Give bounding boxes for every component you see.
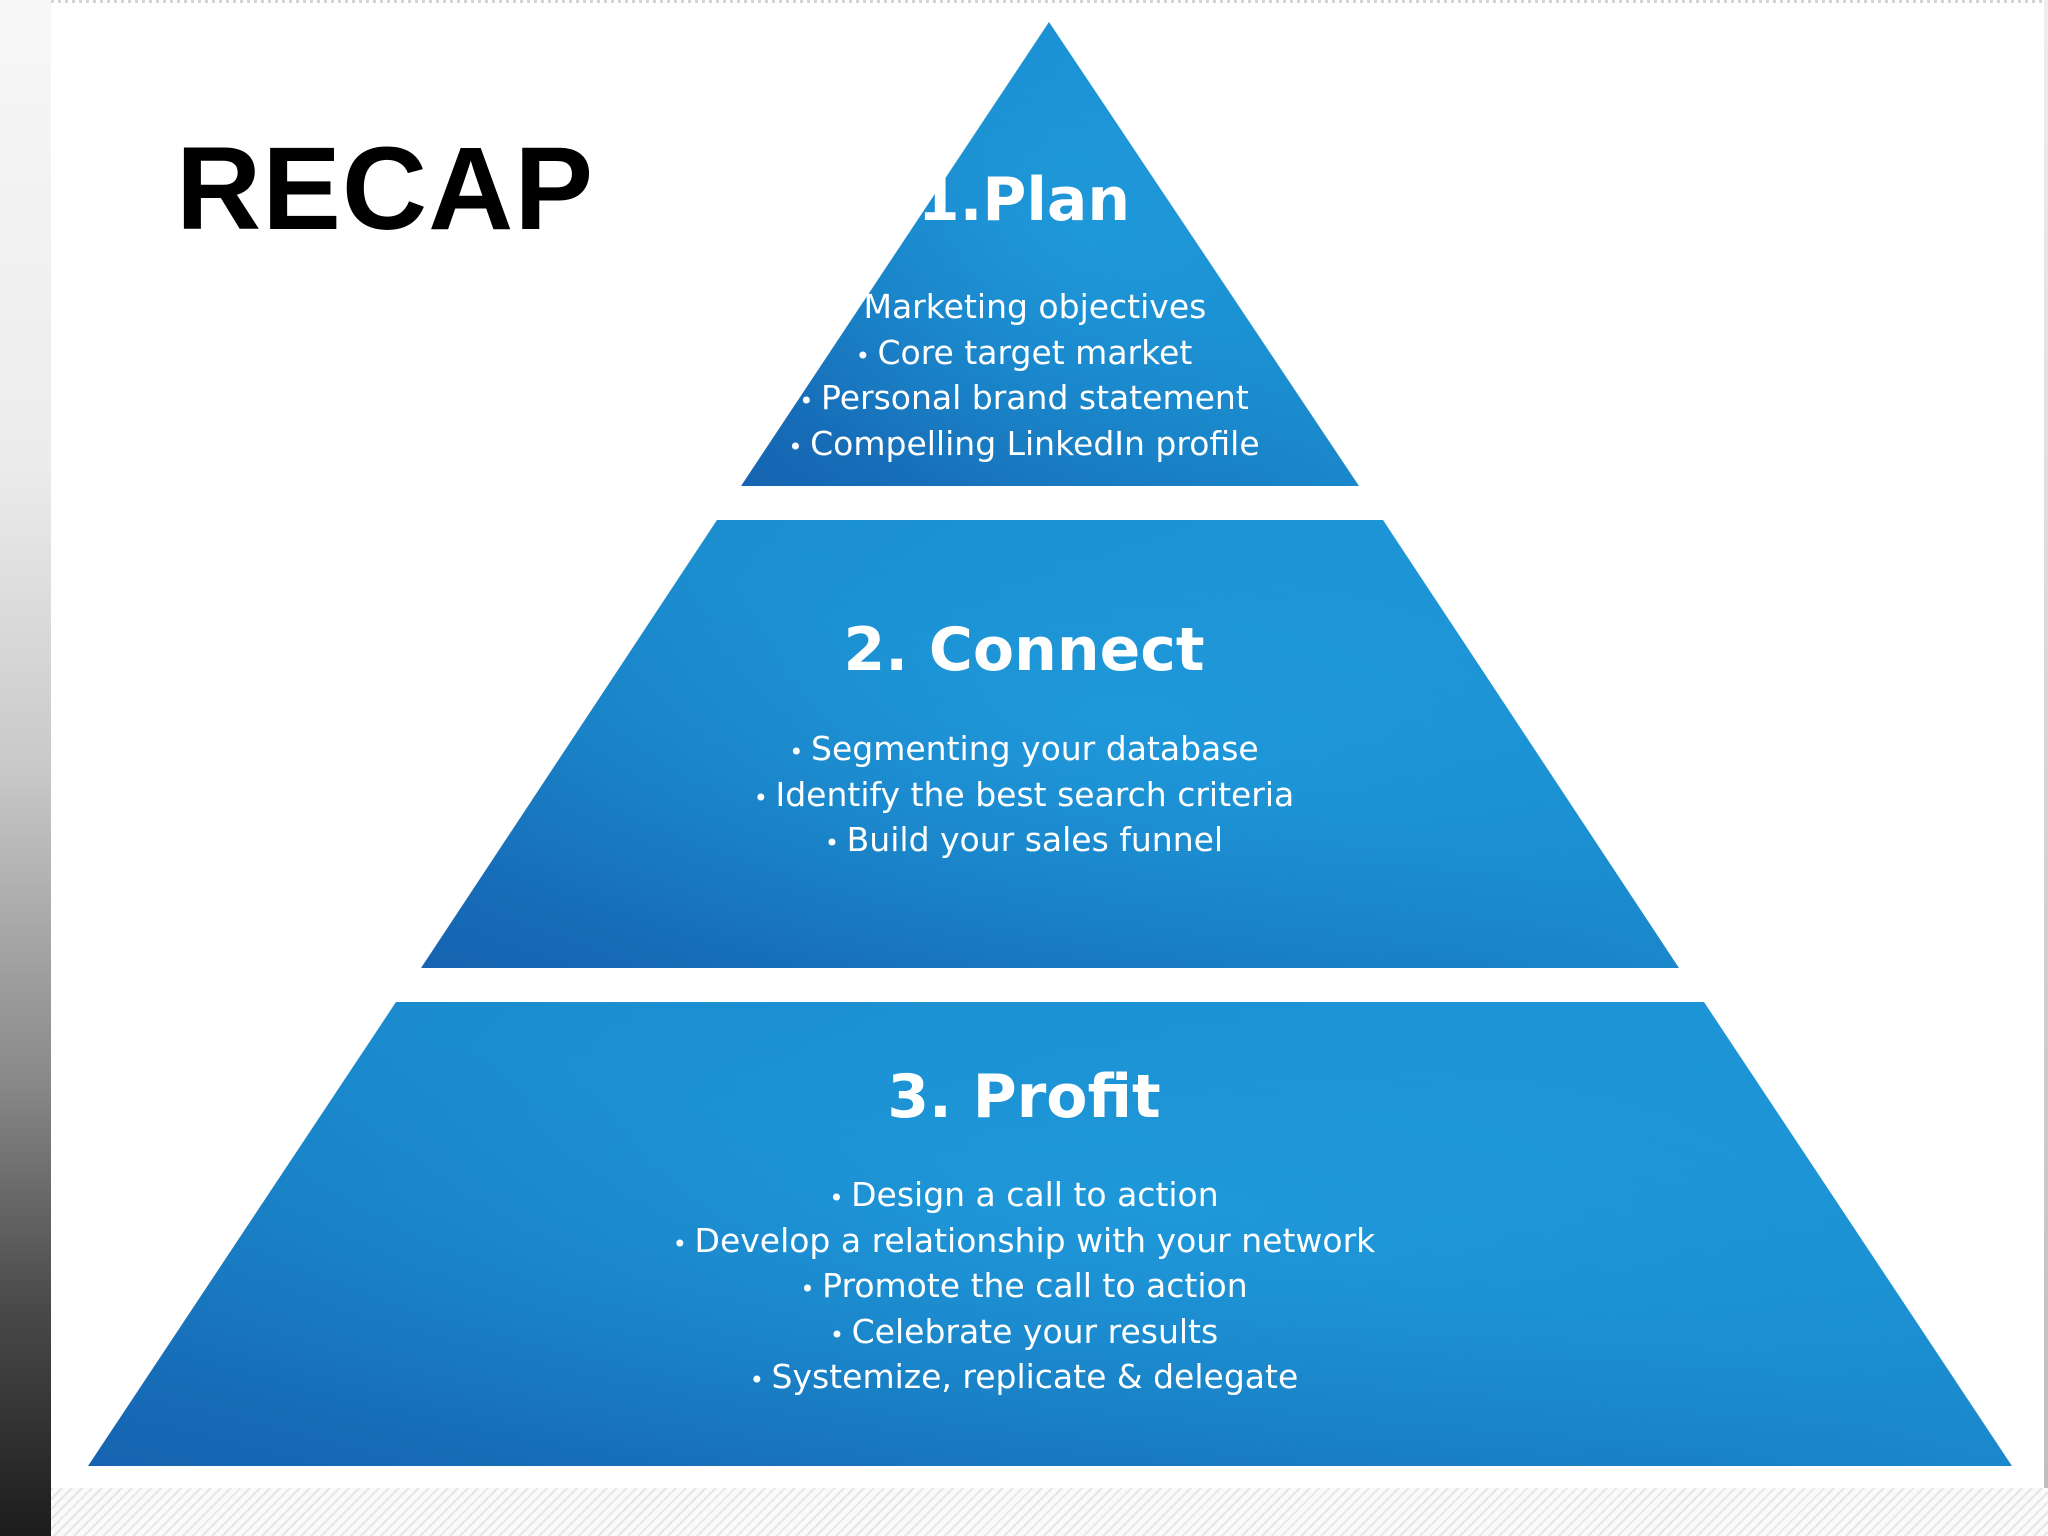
tier-2-bullet: Segmenting your database <box>0 726 2048 772</box>
slide-title: RECAP <box>176 123 595 255</box>
tier-1-bullet: Personal brand statement <box>0 375 2048 421</box>
tier-1-bullet: Core target market <box>0 330 2048 376</box>
tier-3-bullet-list: Design a call to action Develop a relati… <box>0 1172 2048 1400</box>
tier-2-bullet: Build your sales funnel <box>0 817 2048 863</box>
tier-1-bullet: Compelling LinkedIn profile <box>0 421 2048 467</box>
tier-3-bullet: Celebrate your results <box>0 1309 2048 1355</box>
tier-2-bullet-list: Segmenting your database Identify the be… <box>0 726 2048 863</box>
tier-1-bullet-list: Marketing objectives Core target market … <box>0 284 2048 466</box>
tier-1-bullet: Marketing objectives <box>0 284 2048 330</box>
bottom-striped-band <box>51 1488 2048 1536</box>
top-dotted-border <box>51 0 2048 3</box>
tier-2-bullet: Identify the best search criteria <box>0 772 2048 818</box>
tier-1-title: 1.Plan <box>917 165 1131 235</box>
tier-3-bullet: Promote the call to action <box>0 1263 2048 1309</box>
tier-3-bullet: Systemize, replicate & delegate <box>0 1354 2048 1400</box>
tier-3-title: 3. Profit <box>887 1062 1161 1132</box>
tier-3-bullet: Design a call to action <box>0 1172 2048 1218</box>
tier-3-bullet: Develop a relationship with your network <box>0 1218 2048 1264</box>
tier-2-title: 2. Connect <box>843 615 1205 685</box>
